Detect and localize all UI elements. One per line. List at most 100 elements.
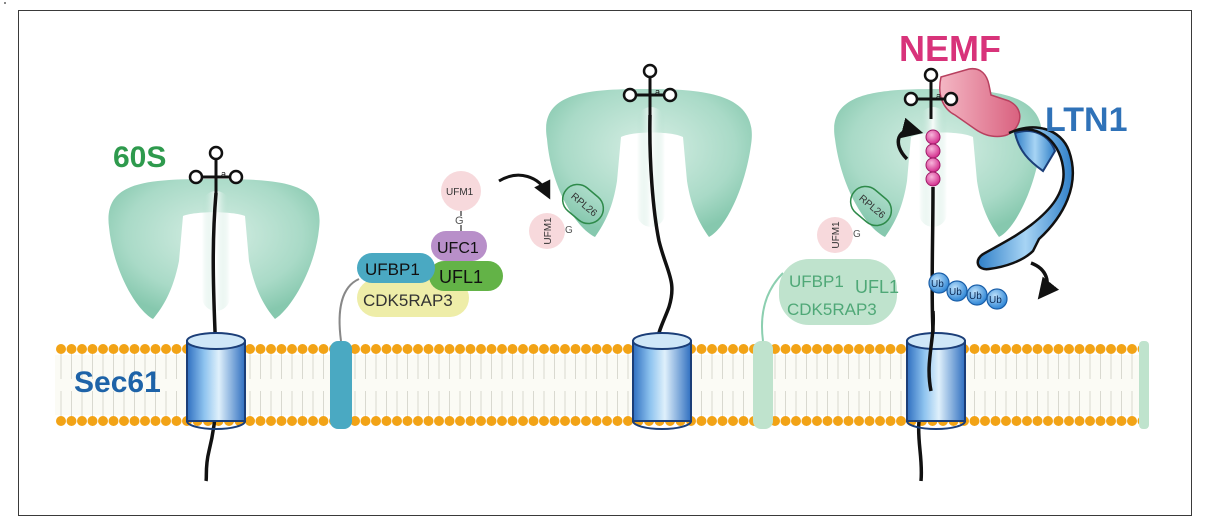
lipid-head — [381, 344, 392, 354]
lipid-head — [423, 344, 434, 354]
lipid-head — [308, 344, 318, 354]
lipid-head — [1116, 416, 1127, 426]
lipid-head — [812, 416, 822, 426]
sec61-channel — [186, 332, 246, 430]
lipid-head — [549, 344, 560, 354]
nemf-protein — [939, 67, 1021, 138]
lipid-head — [896, 344, 906, 354]
lipid-head — [612, 344, 623, 354]
membrane-edge-helix — [1139, 341, 1149, 429]
lipid-head — [528, 416, 539, 426]
lipid-head — [864, 416, 875, 426]
ufm1-attached — [529, 213, 565, 249]
lipid-head — [455, 416, 465, 426]
lipid-head — [1064, 416, 1074, 426]
ufc1-label: UFC1 — [437, 240, 479, 257]
cdk5rap3-faded-label: CDK5RAP3 — [787, 300, 877, 319]
trna-stage3: a — [622, 63, 678, 115]
lipid-head — [801, 344, 812, 354]
lipid-head — [780, 416, 791, 426]
lipid-head — [791, 344, 801, 354]
lipid-head — [465, 416, 476, 426]
svg-text:a: a — [655, 87, 660, 97]
ufbp1 — [357, 253, 435, 283]
lipid-head — [161, 344, 171, 354]
lipid-head — [297, 344, 308, 354]
lipid-head — [119, 416, 129, 426]
lipid-head — [990, 416, 1001, 426]
lipid-head — [1085, 344, 1095, 354]
lipid-head — [56, 416, 66, 426]
lipid-head — [990, 344, 1001, 354]
ubiquitin-arrow — [1030, 261, 1060, 300]
lipid-head — [465, 344, 476, 354]
lipid-head — [392, 344, 402, 354]
lipid-head — [255, 416, 266, 426]
lipid-head — [728, 416, 738, 426]
lipid-head — [129, 344, 140, 354]
lipid-head — [455, 344, 465, 354]
lipid-head — [318, 344, 329, 354]
ufm1-stage4 — [817, 217, 853, 253]
lipid-head — [780, 344, 791, 354]
lipid-head — [854, 416, 864, 426]
lipid-head — [66, 344, 77, 354]
lipid-head — [171, 416, 182, 426]
lipid-head — [969, 416, 980, 426]
lipid-head — [276, 416, 287, 426]
lipid-head — [497, 416, 507, 426]
corner-mark — [4, 2, 6, 4]
lipid-head — [486, 416, 497, 426]
lipid-head — [287, 344, 297, 354]
lipid-head — [276, 344, 287, 354]
lipid-head — [350, 344, 360, 354]
ufm1-stage4-label: UFM1 — [831, 221, 842, 249]
lipid-head — [1064, 344, 1074, 354]
lipid-head — [287, 416, 297, 426]
ufl1 — [429, 261, 503, 291]
label-60s: 60S — [113, 141, 166, 174]
lipid-head — [1011, 344, 1022, 354]
lipid-head — [1106, 344, 1116, 354]
lipid-head — [56, 344, 66, 354]
lipid-head — [822, 344, 833, 354]
ufm1-attached-label: UFM1 — [543, 217, 554, 245]
ufl1-faded-label: UFL1 — [855, 277, 899, 297]
lipid-head — [245, 344, 255, 354]
lipid-head — [980, 416, 990, 426]
lipid-head — [1116, 344, 1127, 354]
lipid-head — [801, 416, 812, 426]
lipid-head — [434, 344, 444, 354]
lipid-head — [444, 416, 455, 426]
lipid-head — [623, 416, 633, 426]
lipid-head — [602, 344, 612, 354]
lipid-head — [833, 344, 843, 354]
lipid-head — [1022, 344, 1032, 354]
lipid-head — [864, 344, 875, 354]
lipid-head — [560, 416, 570, 426]
lipid-head — [161, 416, 171, 426]
lipid-head — [707, 416, 717, 426]
lipid-head — [1032, 344, 1043, 354]
cat-tail — [925, 129, 941, 187]
lipid-head — [1053, 344, 1064, 354]
ufbp1-faded-label: UFBP1 — [789, 272, 844, 291]
lipid-head — [885, 416, 896, 426]
glycine-attached: G — [565, 225, 573, 236]
lipid-head — [297, 416, 308, 426]
lipid-head — [791, 416, 801, 426]
lipid-head — [476, 344, 486, 354]
transfer-arrow — [498, 173, 551, 200]
lipid-head — [98, 344, 108, 354]
lipid-head — [171, 344, 182, 354]
lipid-head — [255, 344, 266, 354]
ufl1-label: UFL1 — [439, 267, 483, 287]
lipid-head — [140, 416, 150, 426]
lipid-head — [896, 416, 906, 426]
lipid-head — [1043, 416, 1053, 426]
lipid-head — [518, 416, 528, 426]
lipid-head — [1032, 416, 1043, 426]
stage-1-stalled-ribosome: a 60S Sec61 — [74, 141, 320, 482]
lipid-head — [1095, 416, 1106, 426]
lipid-head — [1085, 416, 1095, 426]
